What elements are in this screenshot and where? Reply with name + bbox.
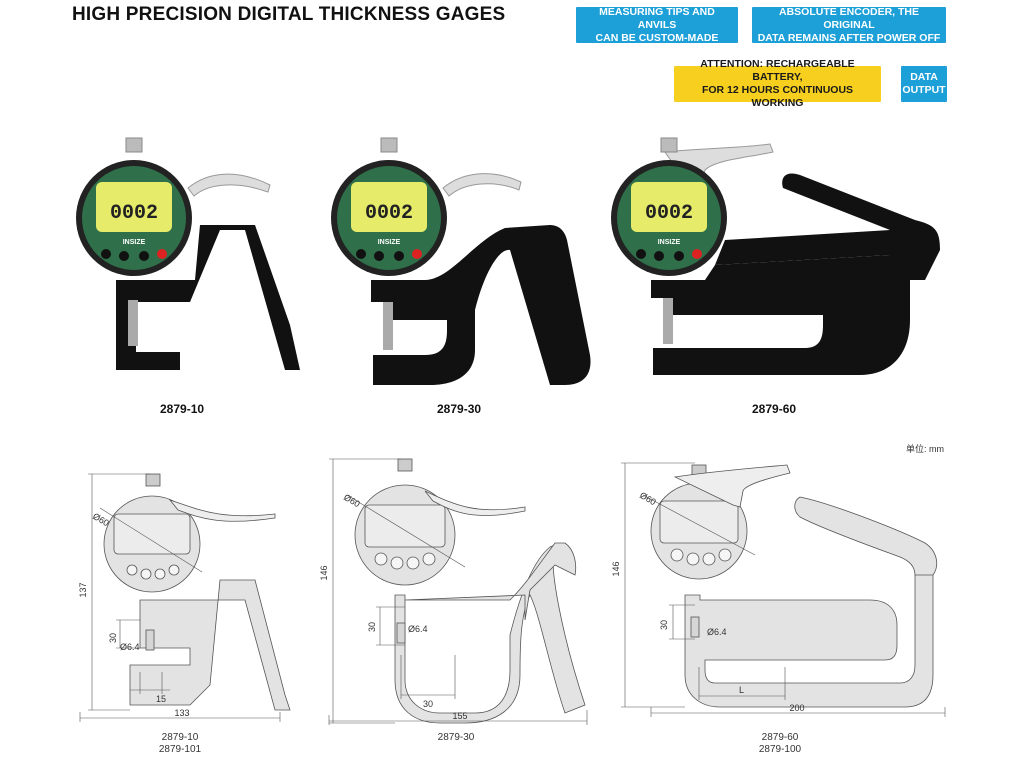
dim-width: 155 — [452, 711, 467, 721]
dim-inner: 15 — [156, 694, 166, 704]
model-label-2879-30: 2879-30 — [437, 402, 482, 416]
product-photo-2879-30: 0002 INSIZE — [331, 137, 591, 385]
button-abs — [636, 249, 646, 259]
gauge-frame — [651, 255, 910, 375]
dim-inner: 30 — [423, 699, 433, 709]
drawing-frame — [684, 564, 934, 708]
button-data — [674, 251, 684, 261]
lcd-screen — [351, 182, 427, 232]
dim-dia: Ø60 — [342, 492, 362, 509]
model-label-2879-60: 2879-60 — [752, 402, 797, 416]
dim-line-dia — [346, 494, 466, 568]
dim-height: 146 — [319, 565, 329, 580]
drawing-caption-2879-10: 2879-10 2879-101 — [150, 732, 210, 756]
page-title: HIGH PRECISION DIGITAL THICKNESS GAGES — [72, 4, 506, 25]
lcd-reading: 0002 — [110, 202, 158, 225]
button-tol — [654, 251, 664, 261]
drawing-spindle — [396, 622, 406, 644]
drawing-lever — [168, 499, 276, 522]
drawing-caption-2879-30: 2879-30 — [426, 732, 486, 744]
button-zero — [412, 249, 422, 259]
badge-rechargeable-battery-text: ATTENTION: RECHARGEABLE BATTERY, FOR 12 … — [700, 58, 855, 109]
brand-logo: INSIZE — [378, 239, 401, 246]
dim-width: 133 — [174, 708, 189, 718]
button-abs — [101, 249, 111, 259]
badge-custom-made-text: MEASURING TIPS AND ANVILS CAN BE CUSTOM-… — [595, 5, 719, 44]
caption-line: 2879-101 — [158, 744, 202, 755]
gauge-jaw — [715, 173, 940, 280]
dim-depth: 30 — [659, 620, 669, 630]
drawing-lcd — [113, 513, 191, 555]
dim-height: 146 — [611, 561, 621, 576]
dim-dia: Ø60 — [638, 490, 658, 507]
gauge-frame — [116, 225, 300, 370]
button-zero — [692, 249, 702, 259]
dim-line-dia — [642, 494, 756, 556]
caption-line: 2879-30 — [437, 732, 475, 743]
model-label-2879-10: 2879-10 — [160, 402, 205, 416]
drawing-lever — [424, 490, 526, 516]
badge-data-output: DATA OUTPUT — [901, 66, 947, 102]
caption-line: 2879-10 — [161, 732, 199, 743]
button-tol — [119, 251, 129, 261]
lcd-screen — [96, 182, 172, 232]
brand-logo: INSIZE — [658, 239, 681, 246]
badge-rechargeable-battery: ATTENTION: RECHARGEABLE BATTERY, FOR 12 … — [674, 58, 881, 109]
badge-custom-made: MEASURING TIPS AND ANVILS CAN BE CUSTOM-… — [576, 5, 738, 44]
dim-line-dia — [99, 507, 203, 573]
lcd-screen — [631, 182, 707, 232]
drawing-cap — [145, 473, 161, 487]
lifting-lever — [187, 173, 271, 197]
dial-cap — [380, 137, 398, 153]
lcd-reading: 0002 — [365, 202, 413, 225]
button-zero — [157, 249, 167, 259]
unit-note: 单位: mm — [906, 444, 944, 454]
button-data — [394, 251, 404, 261]
caption-line: 2879-100 — [758, 744, 802, 755]
drawing-lever — [673, 464, 791, 508]
button-data — [139, 251, 149, 261]
dim-height: 137 — [78, 582, 88, 597]
technical-drawing-2879-30: 146 30 Ø60 Ø6.4 30 155 — [319, 458, 588, 725]
technical-drawing-2879-60: 146 30 Ø60 Ø6.4 L 200 — [611, 462, 946, 717]
dim-depth: 30 — [108, 633, 118, 643]
dim-width: 200 — [789, 703, 804, 713]
button-abs — [356, 249, 366, 259]
gauge-frame — [371, 225, 591, 385]
button-tol — [374, 251, 384, 261]
spindle — [128, 300, 138, 346]
drawing-spindle — [690, 616, 700, 638]
spindle — [383, 302, 393, 350]
badge-absolute-encoder-text: ABSOLUTE ENCODER, THE ORIGINAL DATA REMA… — [757, 5, 941, 44]
brand-logo: INSIZE — [123, 239, 146, 246]
dim-depth: 30 — [367, 622, 377, 632]
drawing-spindle — [145, 629, 155, 651]
drawing-frame — [394, 544, 586, 724]
technical-drawing-2879-10: 137 30 Ø60 Ø6.4 15 133 — [78, 473, 291, 722]
drawing-upper-jaw — [794, 496, 938, 576]
badge-absolute-encoder: ABSOLUTE ENCODER, THE ORIGINAL DATA REMA… — [752, 5, 946, 44]
drawing-frame — [129, 579, 291, 711]
dim-inner: L — [739, 685, 744, 695]
dial-cap — [125, 137, 143, 153]
caption-line: 2879-60 — [761, 732, 799, 743]
spindle — [663, 298, 673, 344]
drawing-upper-arm — [404, 542, 577, 621]
drawing-caption-2879-60: 2879-60 2879-100 — [750, 732, 810, 756]
dim-tip: Ø6.4 — [707, 627, 727, 637]
product-photo-2879-60: 0002 INSIZE — [611, 137, 940, 375]
lcd-reading: 0002 — [645, 202, 693, 225]
badge-data-output-text: DATA OUTPUT — [902, 71, 946, 96]
dial-cap — [660, 137, 678, 153]
drawing-lcd — [659, 500, 739, 544]
drawing-lcd — [364, 504, 446, 548]
dim-tip: Ø6.4 — [408, 624, 428, 634]
dim-tip: Ø6.4 — [120, 642, 140, 652]
lifting-lever — [442, 173, 522, 197]
product-photo-2879-10: 0002 INSIZE — [76, 137, 300, 370]
drawing-cap — [397, 458, 413, 472]
